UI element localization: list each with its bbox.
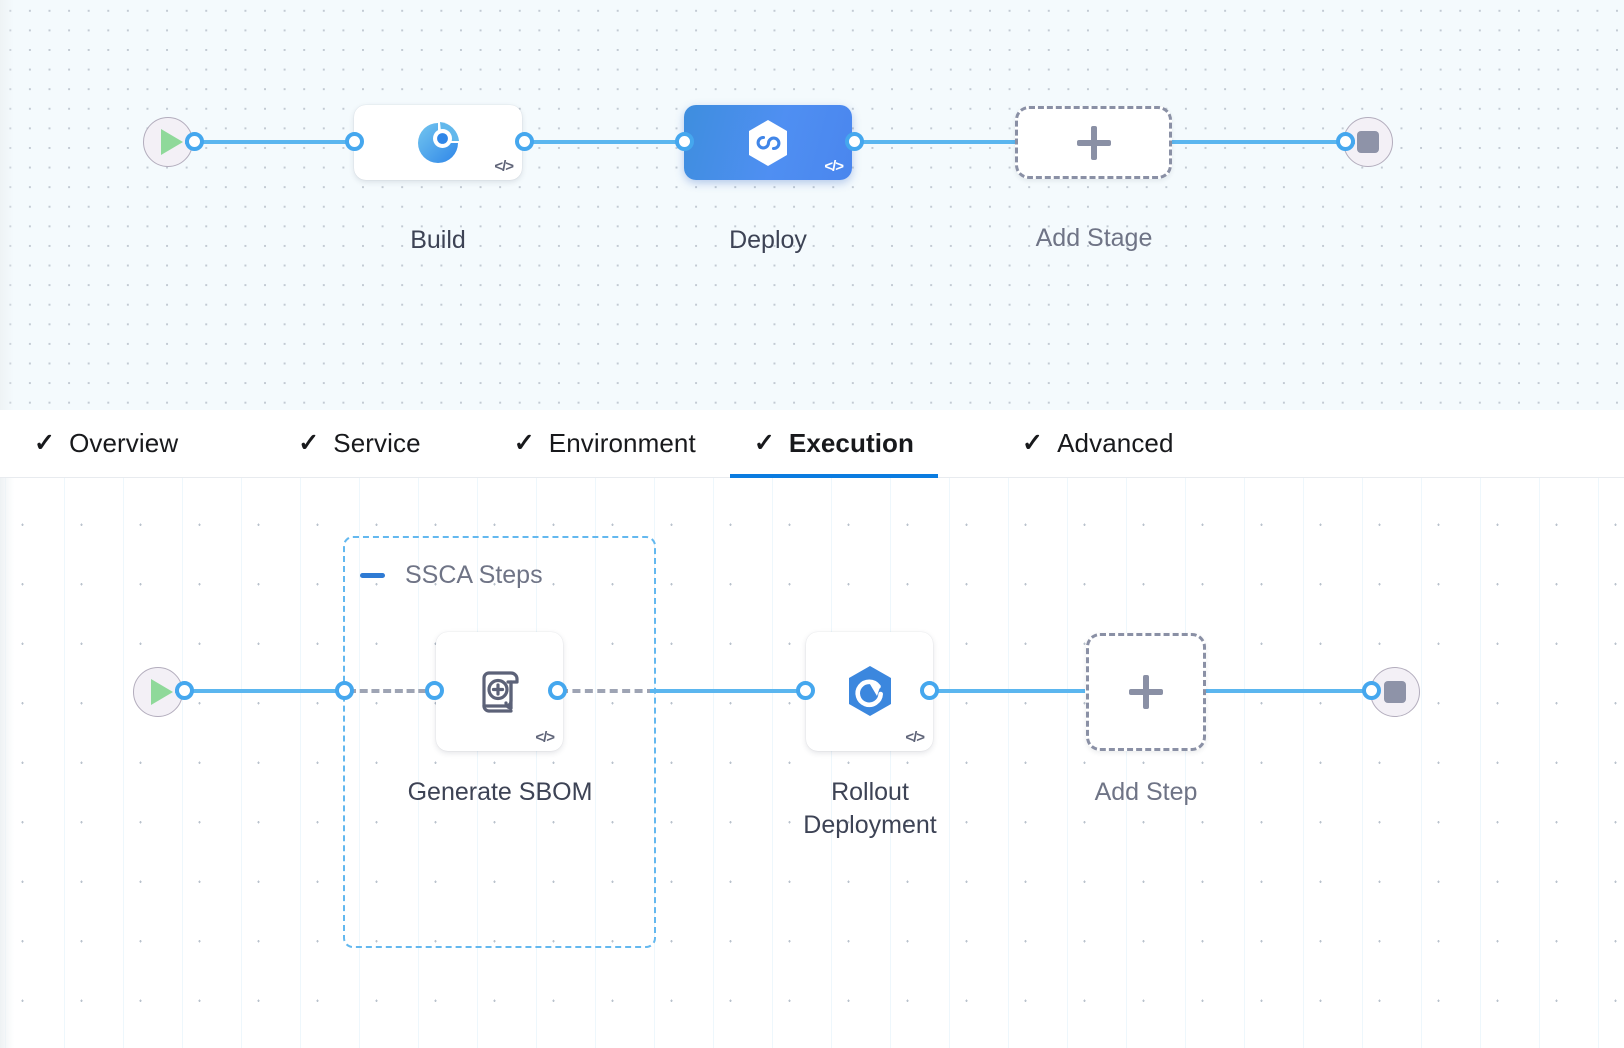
port-exec-end-in[interactable] [1362,681,1381,700]
rollout-hexagon-icon [839,661,901,723]
edge-rollout-to-addstep [920,689,1085,693]
stop-icon [1357,131,1379,153]
tab-environment[interactable]: ✓ Environment [514,410,696,477]
step-group-ssca[interactable] [343,536,656,948]
tab-label-execution: Execution [788,428,915,458]
port-sbom-in[interactable] [425,681,444,700]
tab-label-overview: Overview [69,428,179,458]
step-card-rollout-deployment[interactable]: </> [806,632,933,751]
port-sbom-out[interactable] [548,681,567,700]
tab-execution[interactable]: ✓ Execution [729,410,939,478]
edge-build-to-deploy [510,140,695,144]
edge-group-in-dashed [348,689,438,693]
add-stage-label: Add Stage [1035,224,1153,252]
plus-icon [1076,125,1111,160]
harness-hexagon-icon [742,117,794,169]
port-rollout-out[interactable] [920,681,939,700]
execution-start-node[interactable] [133,667,183,717]
tab-label-advanced: Advanced [1057,428,1174,458]
step-card-generate-sbom[interactable]: </> [436,632,563,751]
play-icon [150,679,173,705]
port-group-in[interactable] [335,681,354,700]
tab-label-environment: Environment [548,428,696,458]
check-icon: ✓ [753,429,775,457]
stage-config-tabs: ✓ Overview ✓ Service ✓ Environment ✓ Exe… [0,410,1624,478]
tab-advanced[interactable]: ✓ Advanced [1022,410,1174,477]
port-build-out[interactable] [515,132,534,151]
edge-start-to-build [185,140,360,144]
check-icon: ✓ [513,429,535,457]
code-view-icon-build[interactable]: </> [494,158,514,175]
sbom-scroll-icon [469,661,531,723]
minus-icon[interactable] [360,573,385,578]
stage-card-build[interactable]: </> [354,105,522,180]
check-icon: ✓ [34,429,56,457]
stage-label-build: Build [410,226,466,254]
edge-addstage-to-end [1160,140,1355,144]
play-icon [160,129,183,155]
edge-group-out-dashed [560,689,655,693]
stage-canvas[interactable]: </> Build </> Deploy Add Stage [0,0,1624,410]
add-stage-button[interactable] [1015,106,1172,179]
edge-start-to-group [175,689,350,693]
tab-overview[interactable]: ✓ Overview [34,410,178,477]
stage-card-deploy[interactable]: </> [684,105,852,180]
build-pie-icon [413,118,463,168]
check-icon: ✓ [298,429,320,457]
code-view-icon-sbom[interactable]: </> [535,729,555,746]
check-icon: ✓ [1022,429,1044,457]
port-deploy-in[interactable] [675,132,694,151]
execution-canvas[interactable]: SSCA Steps [0,478,1624,1048]
port-rollout-in[interactable] [796,681,815,700]
tab-service[interactable]: ✓ Service [298,410,420,477]
code-view-icon-deploy[interactable]: </> [824,158,844,175]
add-step-label: Add Step [1094,778,1198,806]
step-group-header-ssca[interactable]: SSCA Steps [360,561,543,590]
port-exec-start-out[interactable] [175,681,194,700]
step-group-title: SSCA Steps [405,561,543,589]
port-build-in[interactable] [345,132,364,151]
stage-label-deploy: Deploy [729,226,807,254]
port-end-in[interactable] [1336,132,1355,151]
edge-deploy-to-addstage [840,140,1105,144]
code-view-icon-rollout[interactable]: </> [905,729,925,746]
edge-group-to-rollout [650,689,825,693]
edge-addstep-to-end [1205,689,1375,693]
tab-label-service: Service [333,428,421,458]
pipeline-start-node[interactable] [143,117,193,167]
stop-icon [1384,681,1406,703]
port-start-out[interactable] [185,132,204,151]
step-label-rollout-deployment: Rollout Deployment [803,778,937,840]
port-deploy-out[interactable] [845,132,864,151]
add-step-button[interactable] [1086,633,1206,751]
plus-icon [1129,675,1163,709]
